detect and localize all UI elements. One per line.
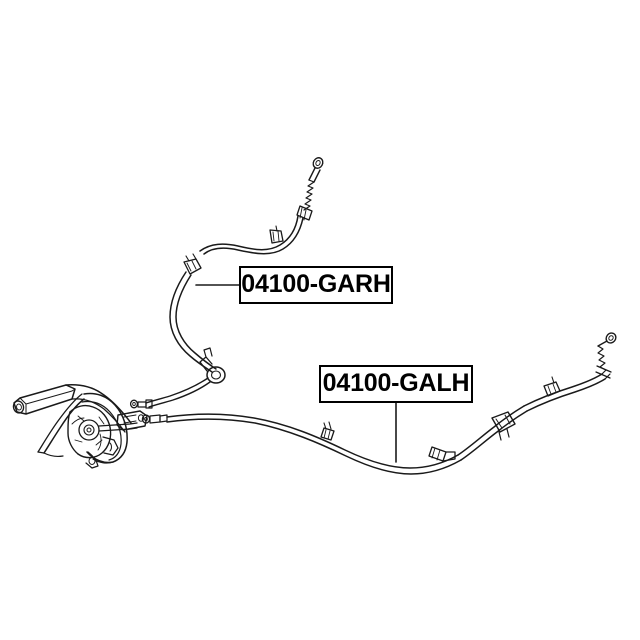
- cable-clamp-upper-right: [296, 205, 313, 221]
- cable-adjuster-upper: [129, 399, 153, 409]
- label-galh-box: [319, 365, 473, 403]
- lever-arm: [37, 384, 132, 457]
- cable-clamp-far-right: [543, 376, 561, 397]
- lever-grip-handle: [12, 384, 76, 415]
- cable-run-lower-right: [457, 373, 606, 461]
- brake-cable-right-hand: [129, 157, 324, 409]
- ratchet-mechanism: [67, 404, 112, 459]
- parking-brake-lever-assembly: [12, 384, 148, 469]
- spring-guard-right: [595, 345, 612, 380]
- cable-anchor-plate: [116, 410, 148, 431]
- cable-clamp-mid-upper: [269, 225, 284, 244]
- label-galh-text: 04100-GALH: [323, 369, 470, 397]
- spring-guard-upper: [303, 179, 315, 211]
- cable-clamp-lower-upper: [183, 253, 202, 275]
- cable-eyelet-terminal-upper: [308, 157, 324, 183]
- cable-adjuster-lower: [141, 414, 168, 424]
- cable-ferrule-lower: [428, 446, 456, 462]
- lever-mounting-bracket: [85, 436, 119, 469]
- cable-run-upper: [199, 215, 304, 255]
- label-garh-text: 04100-GARH: [241, 270, 390, 298]
- brake-cable-left-hand: [141, 332, 617, 475]
- leader-lines: [195, 284, 397, 463]
- label-garh-box: [239, 266, 393, 304]
- cable-run-lower-main: [166, 413, 462, 475]
- rubber-grommet: [199, 347, 226, 384]
- label-galh: 04100-GALH: [319, 365, 473, 403]
- cable-clamp-lower-left: [320, 421, 335, 441]
- cable-eyelet-terminal-right: [597, 332, 617, 347]
- label-garh: 04100-GARH: [239, 266, 393, 304]
